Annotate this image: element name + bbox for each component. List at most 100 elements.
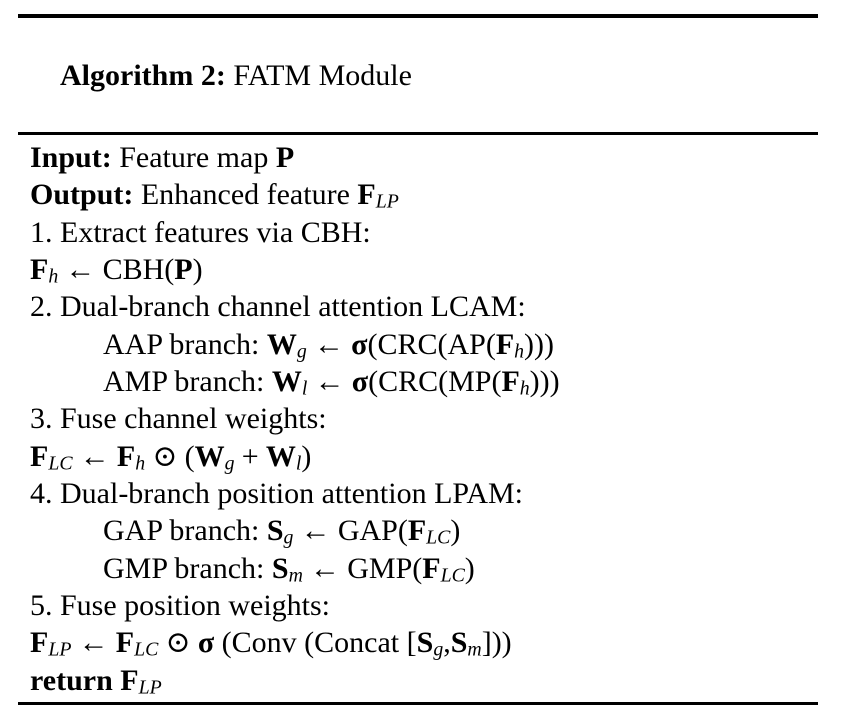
text-segment: CBH(	[102, 253, 175, 287]
sigma-symbol: σ	[197, 626, 215, 660]
math-subscript: h	[519, 377, 530, 400]
math-subscript: LC	[440, 564, 465, 587]
text-segment: ,	[443, 626, 451, 660]
algorithm-line: 3. Fuse channel weights:	[30, 400, 818, 437]
text-segment: (CRC(AP(	[367, 327, 496, 361]
math-operator: ←	[78, 626, 109, 660]
algorithm-line: return FLP	[30, 662, 818, 699]
text-segment: GMP branch:	[103, 551, 272, 585]
text-segment: )	[464, 551, 475, 585]
text-segment: 5. Fuse position weights:	[30, 589, 331, 623]
math-operator: ←	[300, 514, 331, 548]
algorithm-line: FLP←FLC⊙σ (Conv (Concat [Sg,Sm]))	[30, 624, 818, 661]
math-vector: F	[120, 663, 139, 697]
text-segment: Feature map	[111, 141, 276, 174]
text-segment: 4. Dual-branch position attention LPAM:	[30, 477, 524, 511]
text-segment: )))	[524, 327, 555, 361]
math-vector: P	[174, 253, 193, 287]
text-segment: )	[450, 514, 461, 548]
math-subscript: g	[433, 639, 444, 662]
math-vector: F	[501, 365, 520, 399]
algorithm-line: 1. Extract features via CBH:	[30, 214, 818, 251]
math-operator: ←	[313, 327, 344, 361]
algorithm-line: 4. Dual-branch position attention LPAM:	[30, 475, 818, 512]
math-vector: S	[416, 626, 434, 660]
math-subscript: LC	[426, 527, 451, 549]
math-vector: F	[357, 178, 376, 212]
math-vector: W	[266, 327, 297, 361]
algorithm-line: 2. Dual-branch channel attention LCAM:	[30, 288, 818, 325]
math-operator: ⊙	[165, 626, 191, 660]
math-operator: +	[241, 439, 259, 473]
math-subscript: m	[467, 639, 482, 662]
math-subscript: LP	[375, 190, 399, 213]
algorithm-line: GAP branch: Sg ←GAP(FLC)	[30, 512, 818, 549]
algorithm-line: AAP branch: Wg ←σ(CRC(AP(Fh)))	[30, 326, 818, 363]
math-subscript: g	[296, 340, 307, 363]
text-segment: ]))	[481, 626, 512, 660]
text-segment: Input:	[30, 141, 112, 174]
math-operator: ←	[314, 365, 345, 399]
math-vector: W	[265, 439, 296, 473]
math-subscript: m	[288, 564, 303, 587]
algorithm-line: 5. Fuse position weights:	[30, 587, 818, 624]
math-subscript: LP	[138, 676, 162, 699]
math-subscript: h	[135, 452, 146, 475]
math-vector: S	[450, 626, 468, 660]
math-subscript: l	[301, 377, 308, 400]
math-vector: F	[407, 514, 427, 548]
sigma-symbol: σ	[351, 327, 368, 361]
algorithm-line: Input: Feature map P	[30, 139, 818, 176]
algorithm-title: FATM Module	[225, 59, 412, 92]
math-subscript: g	[283, 527, 294, 549]
text-segment: AAP branch:	[103, 327, 267, 361]
text-segment: (CRC(MP(	[368, 365, 502, 399]
math-vector: S	[266, 514, 284, 548]
algorithm-line: AMP branch: Wl ←σ(CRC(MP(Fh)))	[30, 363, 818, 400]
algorithm-line: FLC←Fh⊙(Wg+Wl)	[30, 438, 818, 475]
text-segment: Output:	[30, 178, 134, 212]
math-vector: W	[271, 365, 302, 399]
algorithm-line: Output: Enhanced feature FLP	[30, 176, 818, 213]
math-vector: F	[422, 551, 441, 585]
text-segment: Enhanced feature	[133, 178, 358, 212]
text-segment: GAP branch:	[103, 514, 267, 548]
algorithm-label: Algorithm 2:	[60, 59, 226, 92]
text-segment: AMP branch:	[103, 365, 272, 399]
math-vector: W	[194, 439, 225, 473]
algorithm-line: Fh ←CBH(P)	[30, 251, 818, 288]
text-segment: 1. Extract features via CBH:	[30, 215, 371, 249]
text-segment: )))	[529, 365, 560, 399]
text-segment: (Conv (Concat [	[214, 626, 417, 660]
math-vector: S	[271, 551, 289, 585]
math-vector: F	[30, 439, 49, 473]
text-segment: (	[184, 439, 195, 473]
math-operator: ←	[65, 253, 96, 287]
algorithm-header: Algorithm 2: FATM Module	[18, 18, 818, 135]
text-segment: )	[301, 439, 312, 473]
math-subscript: LC	[134, 639, 159, 662]
text-segment: 3. Fuse channel weights:	[30, 402, 327, 436]
sigma-symbol: σ	[351, 365, 369, 399]
math-vector: F	[30, 626, 49, 660]
math-vector: F	[495, 327, 515, 361]
math-subscript: LC	[48, 452, 73, 475]
text-segment: return	[30, 663, 121, 697]
text-segment: )	[192, 253, 203, 287]
text-segment: 2. Dual-branch channel attention LCAM:	[30, 290, 526, 324]
math-vector: F	[30, 253, 49, 287]
math-subscript: h	[48, 265, 59, 288]
algorithm-box: Algorithm 2: FATM Module Input: Feature …	[18, 14, 818, 706]
math-vector: P	[275, 141, 295, 174]
math-subscript: g	[224, 452, 235, 475]
math-vector: F	[115, 626, 135, 660]
math-vector: F	[116, 439, 136, 473]
math-subscript: l	[295, 452, 302, 475]
math-operator: ⊙	[152, 439, 178, 473]
math-subscript: LP	[48, 639, 72, 662]
math-operator: ←	[79, 439, 110, 473]
algorithm-line: GMP branch: Sm←GMP(FLC)	[30, 550, 818, 587]
text-segment: GAP(	[337, 514, 408, 548]
math-subscript: h	[514, 340, 525, 363]
